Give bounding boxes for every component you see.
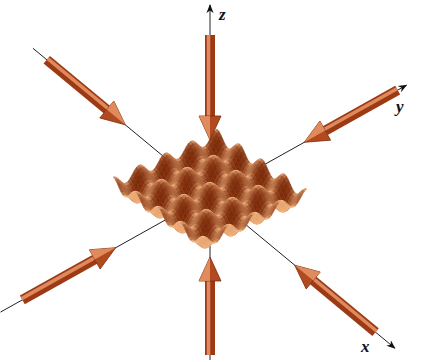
laser-beam-arrow bbox=[47, 59, 126, 125]
beam-highlight bbox=[22, 258, 94, 299]
lattice-surface bbox=[246, 218, 250, 223]
lattice-surface bbox=[189, 237, 193, 240]
beam-head bbox=[199, 116, 221, 140]
laser-beam-arrow bbox=[22, 248, 116, 300]
beam-head bbox=[89, 248, 115, 269]
beam-head-shine bbox=[295, 265, 320, 280]
beam-head bbox=[304, 121, 330, 142]
lattice-surface bbox=[244, 223, 248, 228]
lattice-surface bbox=[160, 209, 164, 213]
lattice-surface bbox=[201, 236, 205, 238]
lattice-surface bbox=[248, 215, 252, 219]
laser-beam-arrow bbox=[199, 35, 221, 140]
beam-highlight bbox=[325, 89, 397, 130]
lattice-surface bbox=[121, 192, 125, 195]
beam-head-shine bbox=[199, 116, 210, 140]
beam-shaft bbox=[205, 281, 215, 355]
beam-head-shine bbox=[89, 248, 115, 260]
beam-shaft bbox=[205, 35, 215, 116]
lattice-surface bbox=[274, 203, 278, 207]
lattice-surface bbox=[220, 230, 224, 235]
lattice-surface bbox=[298, 194, 302, 199]
lattice-surface bbox=[138, 194, 142, 198]
beam-head bbox=[199, 257, 221, 281]
lattice-surface bbox=[296, 199, 300, 204]
beam-head-shine bbox=[304, 121, 325, 142]
lattice-surface bbox=[181, 216, 185, 225]
lattice-surface bbox=[183, 224, 187, 228]
lattice-surface bbox=[187, 233, 191, 238]
lattice-surface bbox=[272, 206, 276, 211]
beam-highlight bbox=[48, 59, 108, 109]
lattice-surface bbox=[144, 207, 148, 210]
beam-head-shine bbox=[107, 101, 125, 125]
lattice-surface bbox=[164, 218, 168, 223]
beam-head bbox=[100, 101, 125, 125]
axis-label: z bbox=[219, 6, 226, 23]
beam-head-shine bbox=[199, 257, 210, 281]
axis-line bbox=[0, 85, 406, 312]
lattice-surface bbox=[142, 203, 146, 208]
laser-beam-arrow bbox=[304, 89, 397, 143]
lattice-surface bbox=[136, 186, 140, 195]
beam-highlight bbox=[207, 281, 211, 355]
lattice-surface bbox=[270, 211, 274, 216]
lattice-surface bbox=[119, 188, 123, 193]
beam-highlight bbox=[314, 279, 376, 331]
lattice-surface bbox=[300, 191, 304, 195]
beam-head bbox=[295, 265, 320, 289]
lattice-surface bbox=[162, 213, 166, 218]
axis-label: y bbox=[396, 98, 404, 115]
lattice-surface bbox=[185, 228, 189, 233]
lattice-surface bbox=[117, 183, 121, 188]
lattice-surface bbox=[218, 235, 222, 240]
lattice-surface bbox=[222, 227, 226, 231]
beam-highlight bbox=[207, 35, 211, 116]
laser-beam-arrow bbox=[199, 257, 221, 355]
lattice-surface bbox=[140, 198, 144, 203]
lattice-surface bbox=[115, 179, 119, 183]
lattice-surface bbox=[166, 222, 170, 225]
laser-beam-arrow bbox=[295, 265, 377, 332]
lattice-surface bbox=[158, 201, 162, 210]
axis-label: x bbox=[361, 338, 370, 355]
